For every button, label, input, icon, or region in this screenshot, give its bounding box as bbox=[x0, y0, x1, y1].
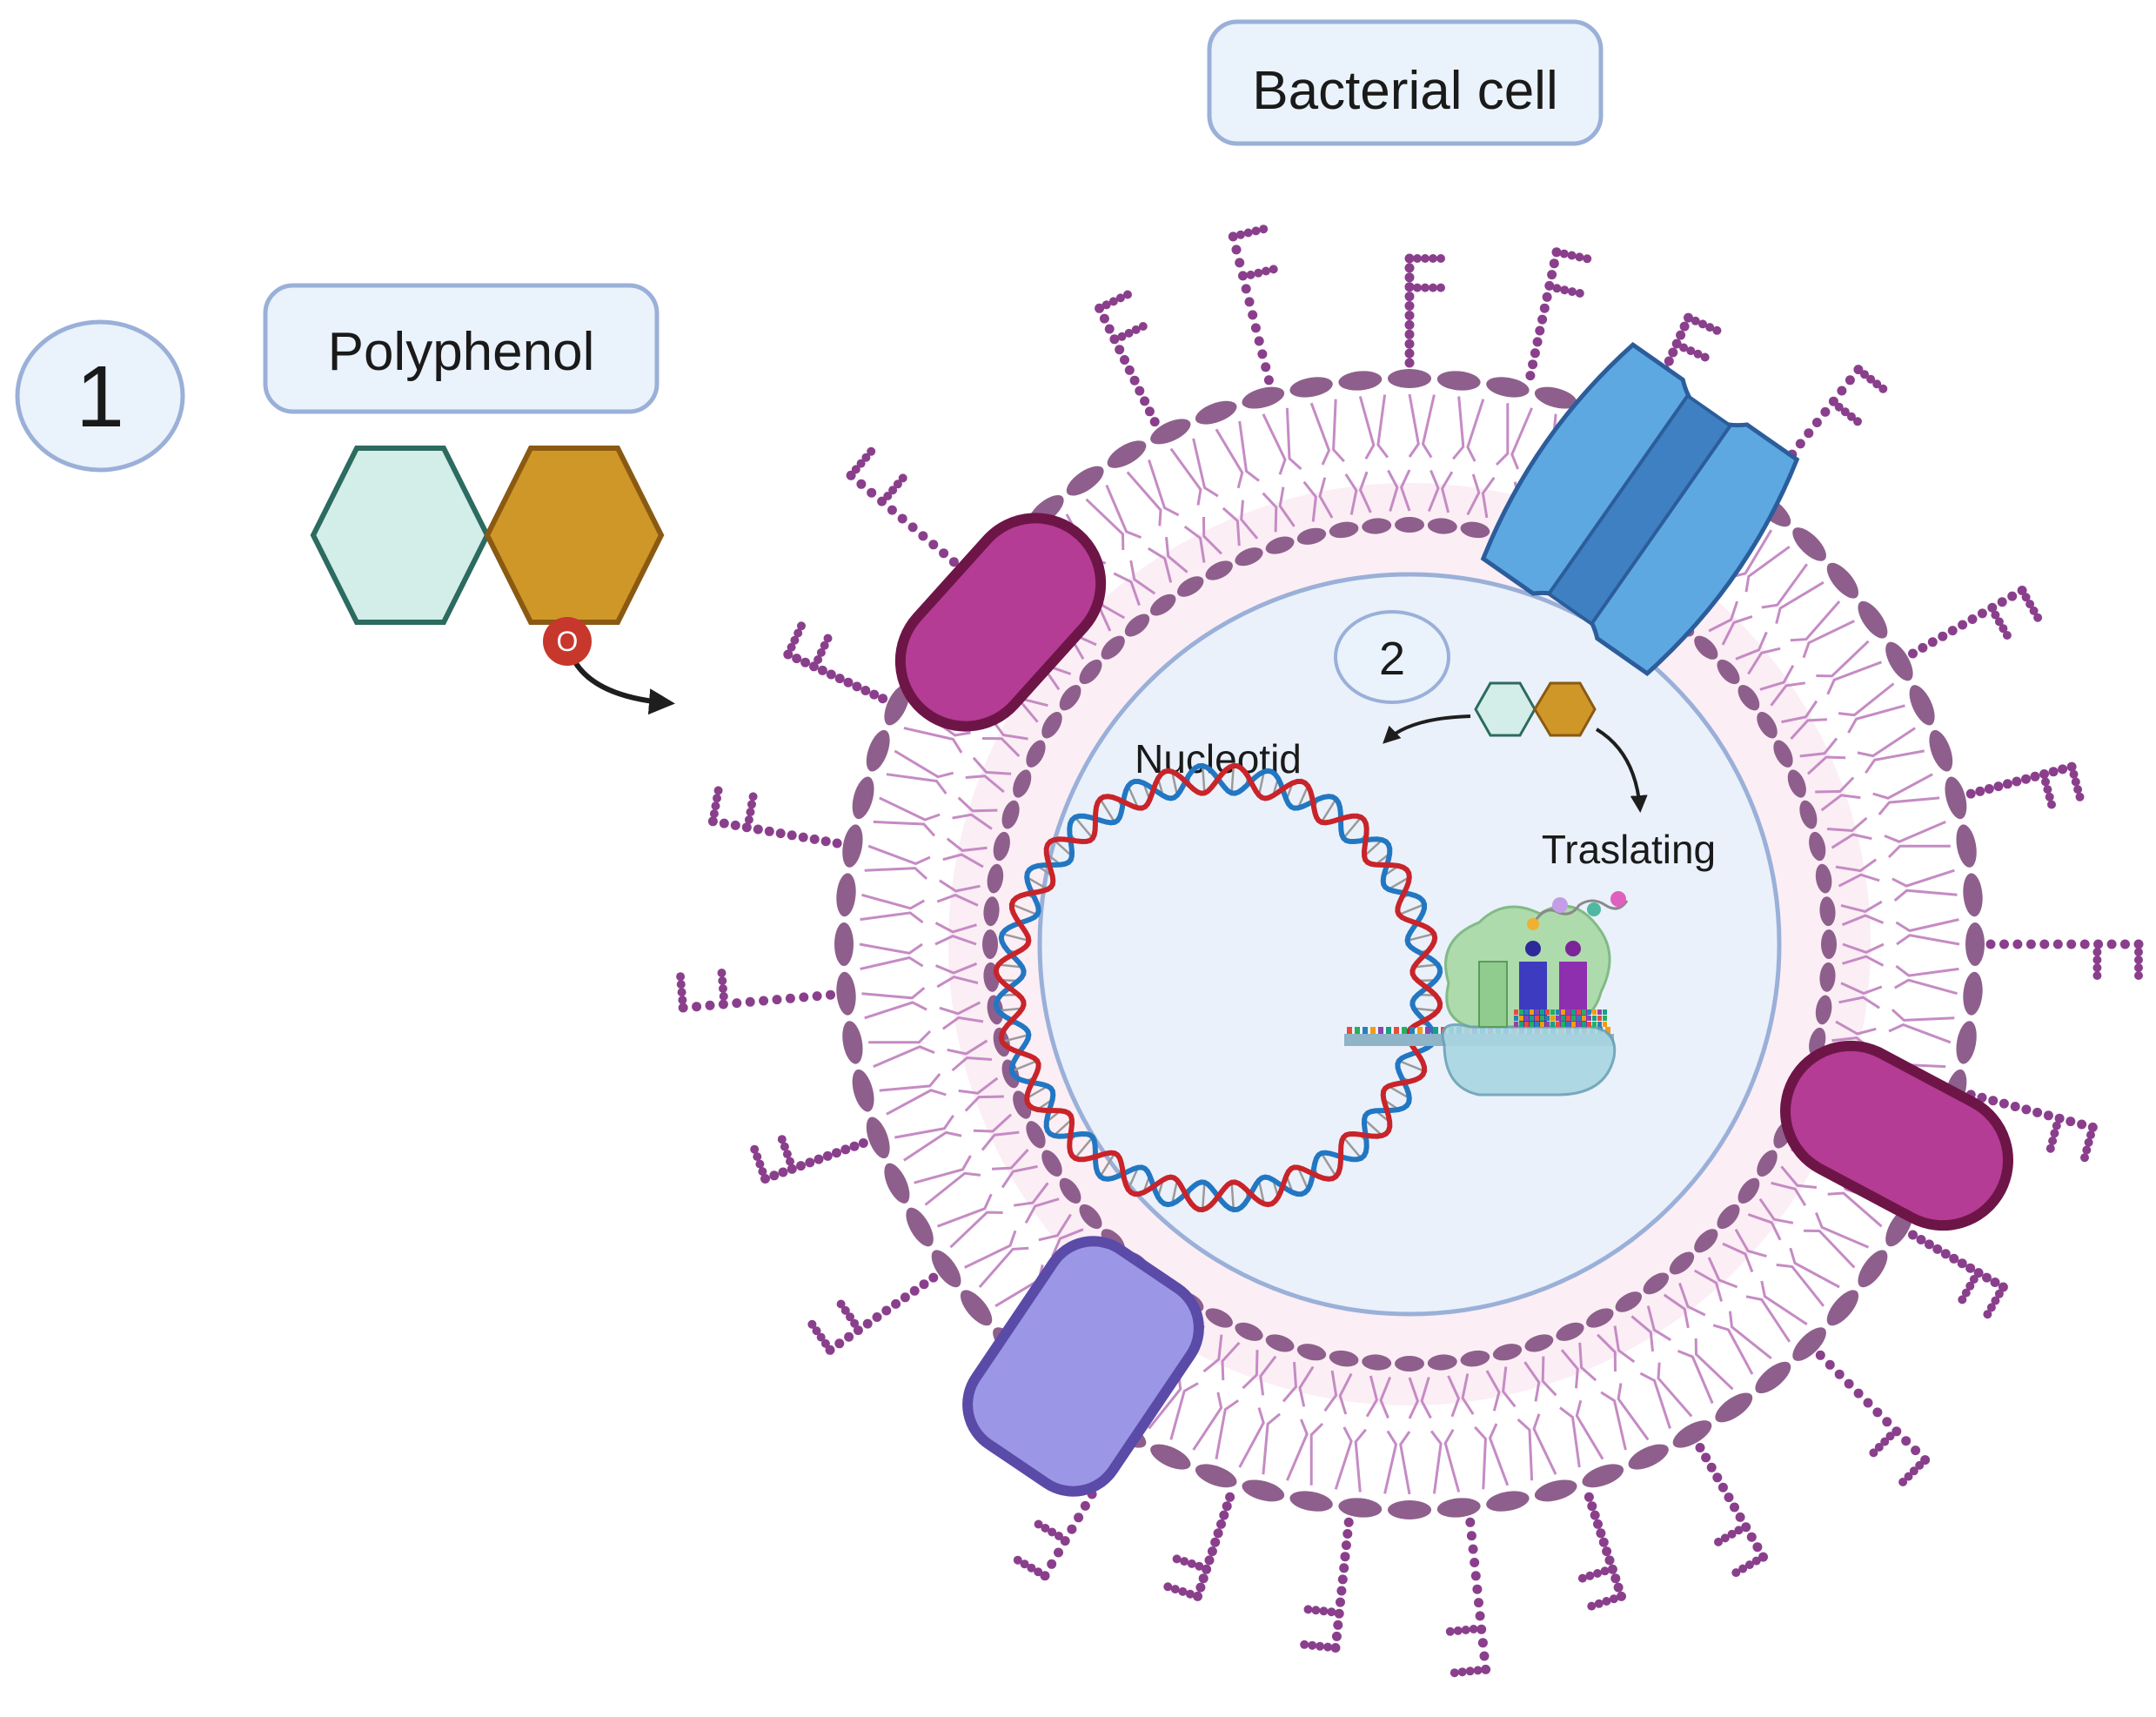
step-2-marker: 2 bbox=[1334, 610, 1450, 704]
membrane-protein-magenta-left bbox=[894, 513, 1107, 732]
polyphenol-molecule-icon: O bbox=[310, 446, 675, 715]
porin-channel-icon bbox=[1480, 341, 1800, 677]
oxygen-atom-icon bbox=[543, 617, 592, 666]
lipopolysaccharide-chains bbox=[676, 225, 2144, 1678]
polyphenol-label: Polyphenol bbox=[263, 283, 660, 414]
bacterial-cell-label: Bacterial cell bbox=[1207, 19, 1604, 146]
membrane-protein-lilac bbox=[962, 1236, 1204, 1497]
ribosome-icon bbox=[1441, 891, 1629, 1097]
step-1-marker: 1 bbox=[15, 319, 185, 473]
svg-text:1: 1 bbox=[76, 348, 124, 446]
svg-text:Bacterial cell: Bacterial cell bbox=[1252, 61, 1557, 121]
intracellular-polyphenol-icon bbox=[1383, 681, 1648, 813]
membrane-protein-magenta-right bbox=[1780, 1040, 2013, 1231]
svg-text:O: O bbox=[557, 626, 579, 657]
translating-label: Traslating bbox=[1542, 827, 1716, 872]
circular-dna-icon bbox=[993, 762, 1443, 1213]
svg-text:Polyphenol: Polyphenol bbox=[328, 322, 595, 382]
svg-text:2: 2 bbox=[1379, 633, 1405, 685]
